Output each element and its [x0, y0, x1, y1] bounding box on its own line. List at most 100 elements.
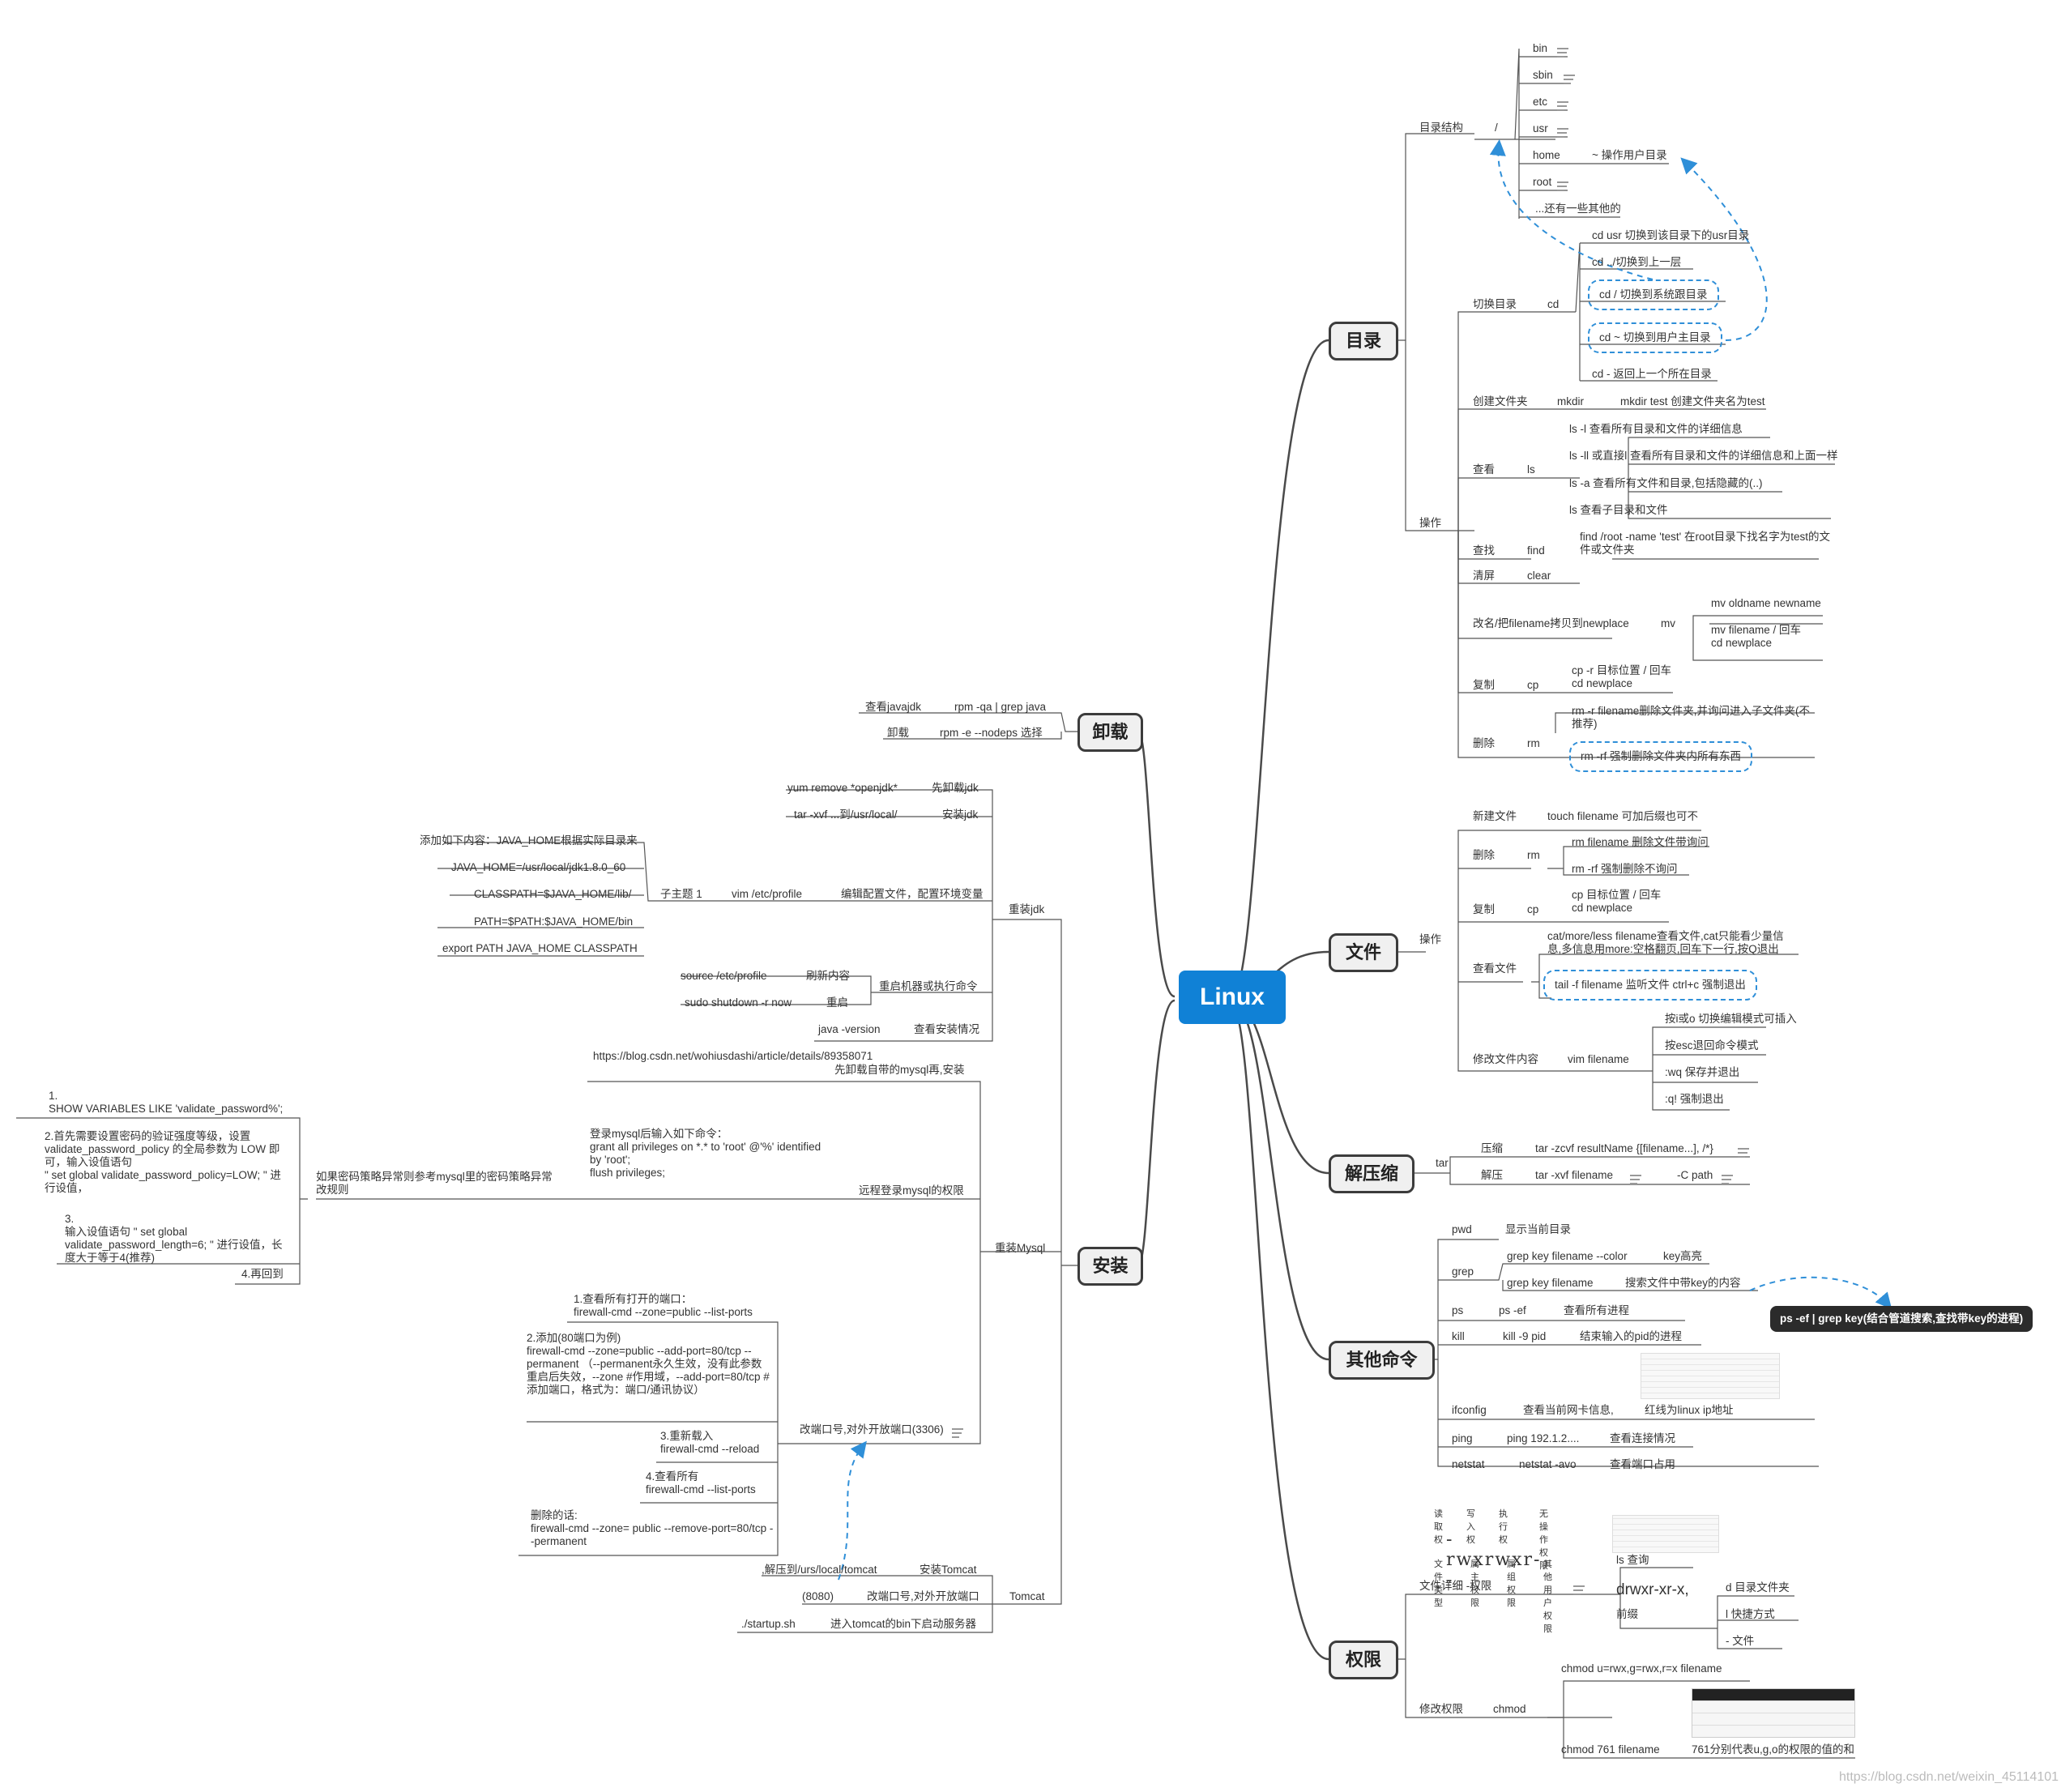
rm-item[interactable]: rm -r filename删除文件夹,并询问进入子文件夹(不推荐) — [1572, 705, 1811, 730]
netstat-note[interactable]: 查看端口占用 — [1610, 1458, 1675, 1470]
tomcat-step[interactable]: 进入tomcat的bin下启动服务器 — [830, 1618, 977, 1630]
netstat-item[interactable]: netstat -avo — [1519, 1458, 1577, 1470]
ifconfig-note[interactable]: 红线为linux ip地址 — [1645, 1404, 1734, 1416]
ps-item[interactable]: ps -ef — [1499, 1304, 1526, 1316]
cd-item[interactable]: cd - 返回上一个所在目录 — [1592, 368, 1712, 380]
install-tomcat[interactable]: Tomcat — [1009, 1590, 1045, 1602]
file-edit-cmd[interactable]: vim filename — [1568, 1053, 1629, 1065]
dir-sbin[interactable]: sbin — [1533, 69, 1553, 81]
profile-line[interactable]: PATH=$PATH:$JAVA_HOME/bin — [474, 915, 634, 928]
cp-cmd[interactable]: cp — [1527, 679, 1539, 691]
pwd-item[interactable]: 显示当前目录 — [1505, 1223, 1571, 1235]
ls-item[interactable]: ls 查看子目录和文件 — [1569, 504, 1668, 516]
branch-directory[interactable]: 目录 — [1329, 322, 1398, 361]
compress-label[interactable]: 压缩 — [1481, 1142, 1503, 1154]
policy-item[interactable]: 2.首先需要设置密码的验证强度等级，设置 validate_password_p… — [45, 1130, 281, 1194]
restart-note[interactable]: 重启 — [826, 996, 848, 1009]
file-new-item[interactable]: touch filename 可加后缀也可不 — [1547, 810, 1699, 822]
restart-cmd[interactable]: sudo shutdown -r now — [685, 996, 792, 1009]
profile-line[interactable]: CLASSPATH=$JAVA_HOME/lib/ — [474, 888, 632, 900]
restart-note[interactable]: 刷新内容 — [806, 970, 850, 982]
port-item[interactable]: 2.添加(80端口为例) firewall-cmd --zone=public … — [527, 1332, 770, 1396]
uninstall-cmd[interactable]: rpm -qa | grep java — [954, 701, 1047, 713]
vim-item[interactable]: :q! 强制退出 — [1665, 1093, 1724, 1105]
mkdir-group[interactable]: 创建文件夹 — [1473, 395, 1528, 407]
mv-item[interactable]: mv oldname newname — [1711, 597, 1821, 609]
ls-item[interactable]: ls -ll 或直接l 查看所有目录和文件的详细信息和上面一样 — [1569, 450, 1838, 462]
cd-group[interactable]: 切换目录 — [1473, 298, 1517, 310]
chmod-item[interactable]: chmod u=rwx,g=rwx,r=x filename — [1561, 1662, 1722, 1675]
mv-cmd[interactable]: mv — [1661, 617, 1675, 629]
tomcat-step[interactable]: 改端口号,对外开放端口 — [867, 1590, 979, 1602]
install-mysql[interactable]: 重装Mysql — [995, 1242, 1046, 1254]
branch-decompress[interactable]: 解压缩 — [1329, 1154, 1415, 1193]
prefix-item[interactable]: d 目录文件夹 — [1726, 1581, 1790, 1594]
find-cmd[interactable]: find — [1527, 544, 1545, 557]
file-edit-group[interactable]: 修改文件内容 — [1473, 1053, 1538, 1065]
perm-prefix[interactable]: 前缀 — [1616, 1608, 1638, 1620]
dir-slash[interactable]: / — [1495, 122, 1498, 134]
file-del-cmd[interactable]: rm — [1527, 849, 1540, 861]
dir-usr[interactable]: usr — [1533, 122, 1548, 134]
compress-item[interactable]: tar -zcvf resultName {[filename...], /*} — [1535, 1142, 1713, 1154]
jdk-cmd[interactable]: java -version — [818, 1023, 881, 1035]
clear-cmd[interactable]: clear — [1527, 570, 1551, 582]
ifconfig-item[interactable]: 查看当前网卡信息, — [1523, 1404, 1614, 1416]
port-item[interactable]: 4.查看所有 firewall-cmd --list-ports — [646, 1470, 756, 1495]
file-del-group[interactable]: 删除 — [1473, 849, 1495, 861]
kill-cmd[interactable]: kill — [1452, 1330, 1465, 1342]
cd-item[interactable]: cd usr 切换到该目录下的usr目录 — [1592, 229, 1750, 241]
mv-item[interactable]: mv filename / 回车 cd newplace — [1711, 624, 1802, 649]
ifconfig-cmd[interactable]: ifconfig — [1452, 1404, 1487, 1416]
mkdir-cmd[interactable]: mkdir — [1557, 395, 1584, 407]
ps-callout[interactable]: ps -ef | grep key(结合管道搜索,查找带key的进程) — [1770, 1306, 2033, 1332]
perm-detail[interactable]: 文件详细 -权限 — [1419, 1580, 1492, 1592]
file-tail-highlighted[interactable]: tail -f filename 监听文件 ctrl+c 强制退出 — [1543, 970, 1757, 1001]
ls-group[interactable]: 查看 — [1473, 463, 1495, 476]
file-ops[interactable]: 操作 — [1419, 933, 1441, 945]
dir-ops[interactable]: 操作 — [1419, 517, 1441, 529]
file-view-group[interactable]: 查看文件 — [1473, 962, 1517, 975]
grep-cmd[interactable]: grep — [1452, 1265, 1474, 1278]
grep-item[interactable]: grep key filename --color — [1507, 1250, 1628, 1262]
install-jdk[interactable]: 重装jdk — [1009, 903, 1045, 915]
branch-install[interactable]: 安装 — [1077, 1247, 1143, 1286]
extract-item[interactable]: tar -xvf filename — [1535, 1169, 1614, 1181]
file-new-group[interactable]: 新建文件 — [1473, 810, 1517, 822]
extract-c[interactable]: -C path — [1677, 1169, 1713, 1181]
grep-note[interactable]: 搜索文件中带key的内容 — [1625, 1277, 1741, 1289]
dir-home[interactable]: home — [1533, 149, 1560, 161]
file-view-item[interactable]: cat/more/less filename查看文件,cat只能看少量信息,多信… — [1547, 930, 1784, 955]
ping-cmd[interactable]: ping — [1452, 1432, 1473, 1444]
profile-line[interactable]: JAVA_HOME=/usr/local/jdk1.8.0_60 — [451, 861, 626, 873]
home-note[interactable]: ~ 操作用户目录 — [1592, 149, 1667, 161]
pwd-cmd[interactable]: pwd — [1452, 1223, 1472, 1235]
jdk-subtopic[interactable]: 子主题 1 — [660, 888, 702, 900]
cd-cmd[interactable]: cd — [1547, 298, 1560, 310]
mysql-grant[interactable]: 登录mysql后输入如下命令： grant all privileges on … — [590, 1128, 821, 1179]
grep-note[interactable]: key高亮 — [1663, 1250, 1703, 1262]
jdk-step[interactable]: 查看安装情况 — [914, 1023, 979, 1035]
rm-group[interactable]: 删除 — [1473, 737, 1495, 749]
ps-note[interactable]: 查看所有进程 — [1564, 1304, 1629, 1316]
ping-note[interactable]: 查看连接情况 — [1610, 1432, 1675, 1444]
tomcat-cmd[interactable]: (8080) — [802, 1590, 834, 1602]
chmod-note[interactable]: 761分别代表u,g,o的权限的值的和 — [1692, 1743, 1855, 1756]
cd-item-highlighted[interactable]: cd ~ 切换到用户主目录 — [1588, 322, 1722, 353]
tomcat-cmd[interactable]: ,解压到/urs/local/tomcat — [762, 1564, 877, 1576]
jdk-step[interactable]: 编辑配置文件，配置环境变量 — [841, 888, 984, 900]
dir-others[interactable]: ...还有一些其他的 — [1535, 203, 1621, 215]
netstat-cmd[interactable]: netstat — [1452, 1458, 1485, 1470]
jdk-cmd[interactable]: vim /etc/profile — [732, 888, 803, 900]
cp-item[interactable]: cp -r 目标位置 / 回车 cd newplace — [1572, 664, 1672, 689]
file-cp-group[interactable]: 复制 — [1473, 903, 1495, 915]
cd-item[interactable]: cd ../切换到上一层 — [1592, 256, 1682, 268]
cp-group[interactable]: 复制 — [1473, 679, 1495, 691]
port-item[interactable]: 1.查看所有打开的端口： firewall-cmd --zone=public … — [574, 1293, 753, 1318]
find-group[interactable]: 查找 — [1473, 544, 1495, 557]
mysql-step[interactable]: 先卸载自带的mysql再,安装 — [834, 1064, 965, 1076]
ls-query[interactable]: ls 查询 — [1616, 1554, 1649, 1566]
branch-file[interactable]: 文件 — [1329, 933, 1398, 972]
file-cp-cmd[interactable]: cp — [1527, 903, 1539, 915]
mysql-link[interactable]: https://blog.csdn.net/wohiusdashi/articl… — [593, 1050, 873, 1062]
